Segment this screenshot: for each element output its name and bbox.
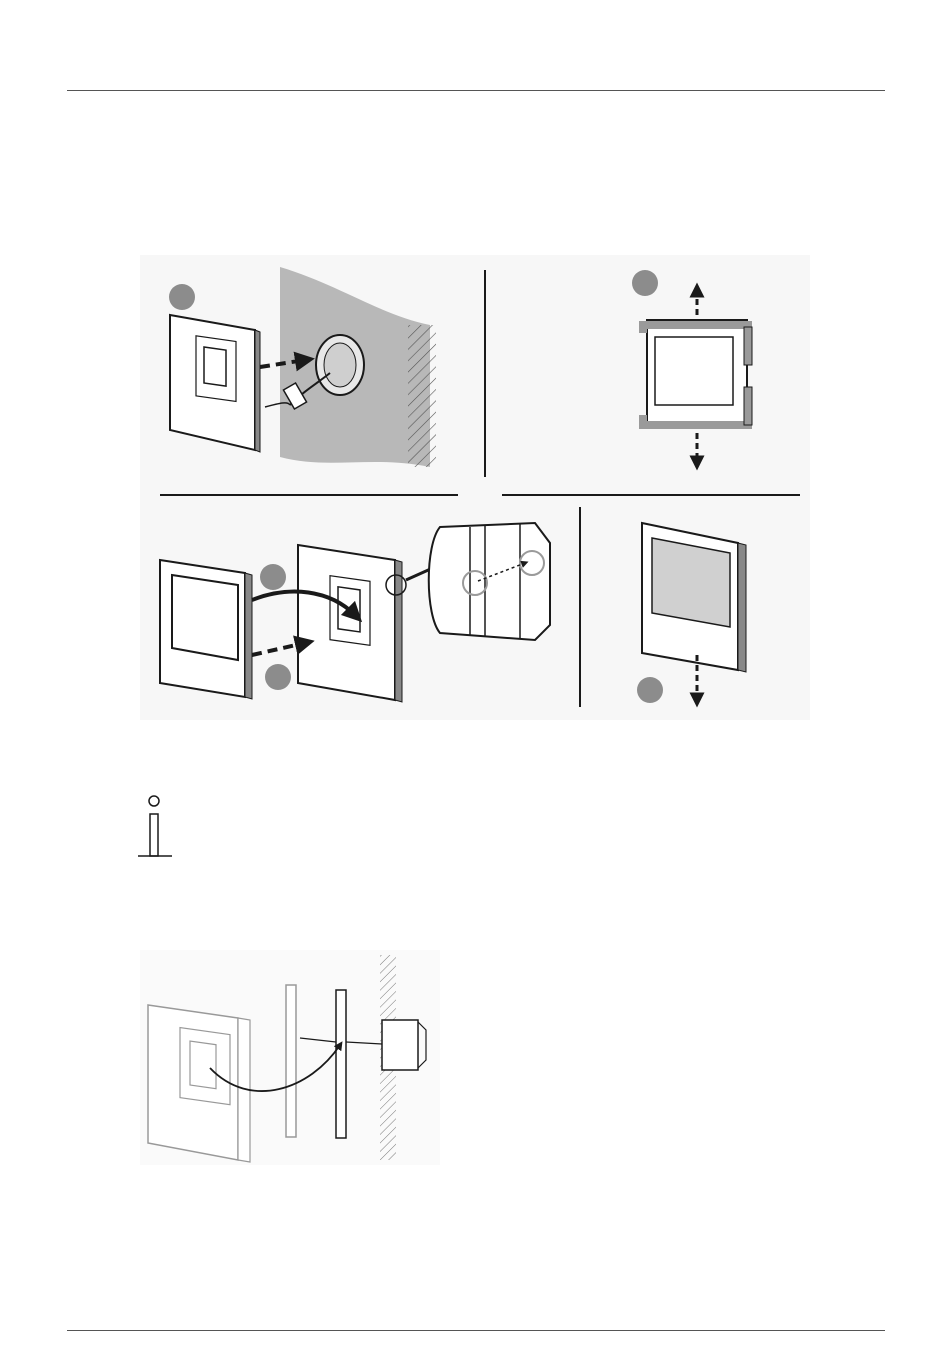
step-marker: [260, 564, 286, 590]
info-icon: [130, 790, 180, 860]
wall-hatch: [408, 325, 436, 467]
footer-rule: [67, 1330, 885, 1331]
device-side-view: [286, 985, 296, 1137]
step-marker: [637, 677, 663, 703]
step-marker: [632, 270, 658, 296]
installation-steps-figure: [140, 255, 810, 720]
flush-mount-figure: [140, 950, 440, 1165]
device-side-screen: [172, 575, 238, 660]
device-finished-screen: [652, 538, 730, 627]
device-screen: [655, 337, 733, 405]
header-rule: [67, 90, 885, 91]
back-plate-open: [298, 545, 395, 700]
step-marker: [169, 284, 195, 310]
mounting-plate-side: [336, 990, 346, 1138]
flush-box: [382, 1020, 418, 1070]
step-marker: [265, 664, 291, 690]
device-front-view: [148, 1005, 238, 1160]
back-plate: [170, 315, 255, 450]
detail-bubble: [429, 523, 550, 640]
